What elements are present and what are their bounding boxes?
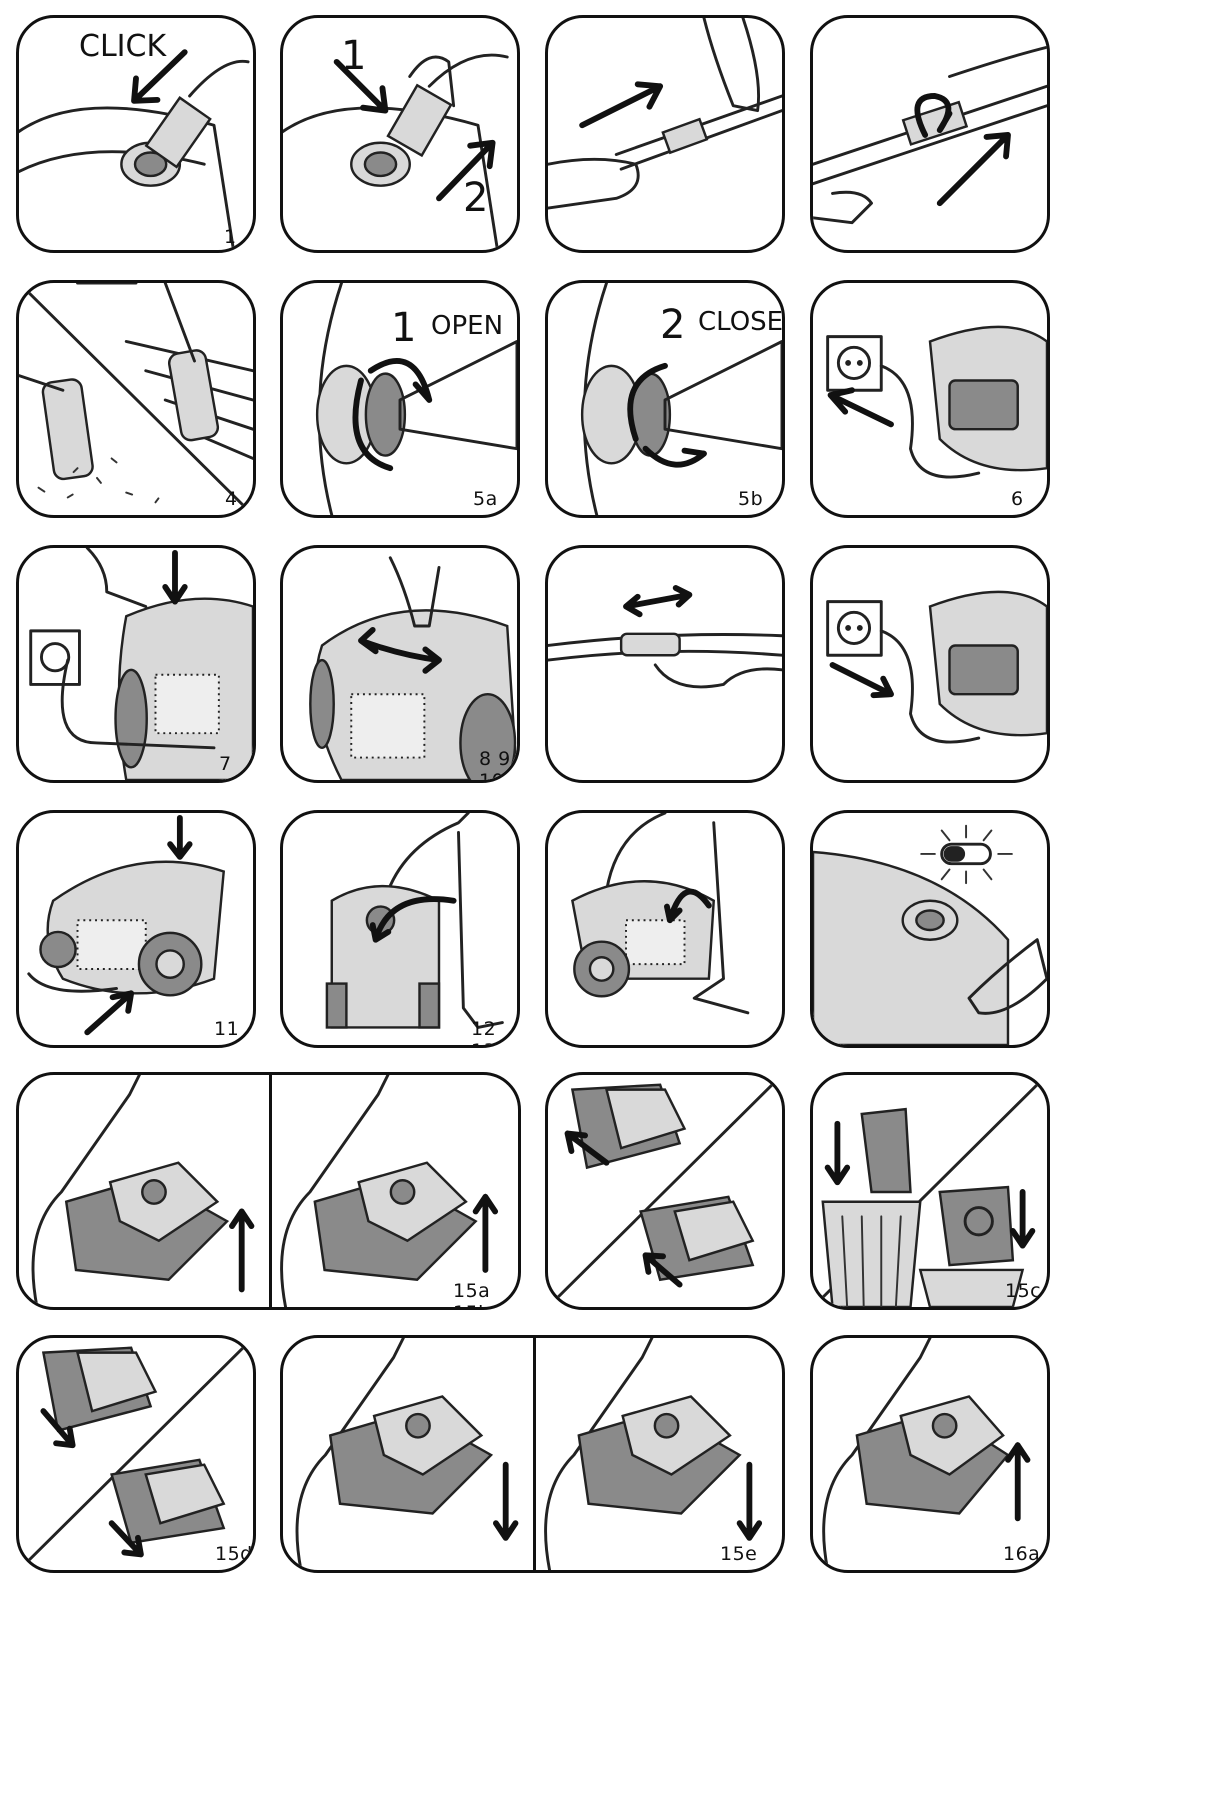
unplug-illustration <box>826 325 1047 479</box>
panel-parking-back: 12 13 14 <box>280 810 520 1048</box>
hose-release-illustration <box>283 53 509 250</box>
step-number-1: 1 <box>341 33 367 79</box>
panel-floor-nozzle: 4 <box>16 280 256 518</box>
panel-caption: 7 <box>219 753 232 775</box>
panel-caption: 5a <box>473 488 498 510</box>
tube-adjust-illustration <box>813 45 1047 225</box>
panel-caption: 16a <box>1003 1543 1041 1565</box>
panel-bag-indicator <box>810 810 1050 1048</box>
bag-push-in-illustration <box>295 1338 763 1570</box>
valve-close-illustration <box>580 283 782 515</box>
panel-hose-release: 1 2 <box>280 15 520 253</box>
step-number: 2 <box>660 302 686 348</box>
panel-bag-slide-out <box>545 1072 785 1310</box>
panel-bag-remove: 15a 15b <box>16 1072 521 1310</box>
cord-rewind-illustration <box>27 814 226 1036</box>
panel-power-on: 7 <box>16 545 256 783</box>
panel-caption: 1 2 3a 3b <box>224 226 237 250</box>
panel-caption: 8 9 10 <box>479 748 511 783</box>
panel-bag-insert: 15d <box>16 1335 256 1573</box>
panel-caption: 15c <box>1005 1280 1042 1302</box>
panel-caption: 12 13 14 <box>471 1018 497 1045</box>
panel-bag-dispose: 15c <box>810 1072 1050 1310</box>
floor-nozzle-illustration <box>19 283 253 515</box>
panel-bag-push-in: 15e <box>280 1335 785 1573</box>
panel-parking-side <box>545 810 785 1048</box>
brush-slide-illustration <box>548 585 782 689</box>
bag-slide-out-illustration <box>548 1075 782 1307</box>
panel-tube-adjust <box>810 15 1050 253</box>
bag-remove-illustration <box>31 1075 499 1307</box>
panel-cord-rewind: 11 <box>16 810 256 1048</box>
panel-caption: 15a 15b <box>453 1280 491 1307</box>
panel-brush-slide <box>545 545 785 783</box>
bag-dispose-illustration <box>813 1075 1047 1307</box>
panel-plug-in <box>810 545 1050 783</box>
panel-bag-holder-lift: 16a <box>810 1335 1050 1573</box>
hose-click-illustration <box>19 49 250 250</box>
valve-open-illustration <box>315 283 517 515</box>
panel-caption: 15e <box>720 1543 758 1565</box>
close-label: CLOSE <box>698 307 784 337</box>
power-on-illustration <box>29 548 253 780</box>
bag-insert-illustration <box>19 1338 253 1570</box>
parking-side-illustration <box>571 813 750 1015</box>
bag-holder-lift-illustration <box>822 1338 1031 1570</box>
step-number-2: 2 <box>463 175 489 221</box>
panel-caption: 15d <box>215 1543 253 1565</box>
panel-tube-connect <box>545 15 785 253</box>
step-number: 1 <box>391 305 417 351</box>
panel-caption: 4 <box>225 488 238 510</box>
panel-hose-click: CLICK 1 2 3a 3b <box>16 15 256 253</box>
panel-caption: 5b <box>738 488 764 510</box>
click-label: CLICK <box>79 29 167 64</box>
parking-back-illustration <box>325 813 504 1029</box>
bag-indicator-illustration <box>813 824 1047 1045</box>
tube-connect-illustration <box>548 18 782 210</box>
plug-in-illustration <box>826 590 1047 744</box>
panel-divider <box>269 1075 272 1307</box>
panel-divider <box>533 1338 536 1570</box>
panel-caption: 11 <box>214 1018 240 1040</box>
panel-unplug: 6 <box>810 280 1050 518</box>
panel-valve-close: 2 CLOSE 5b <box>545 280 785 518</box>
open-label: OPEN <box>431 311 504 341</box>
panel-valve-open: 1 OPEN 5a <box>280 280 520 518</box>
panel-power-adjust: 8 9 10 <box>280 545 520 783</box>
panel-caption: 6 <box>1011 488 1024 510</box>
power-adjust-illustration <box>309 556 517 780</box>
